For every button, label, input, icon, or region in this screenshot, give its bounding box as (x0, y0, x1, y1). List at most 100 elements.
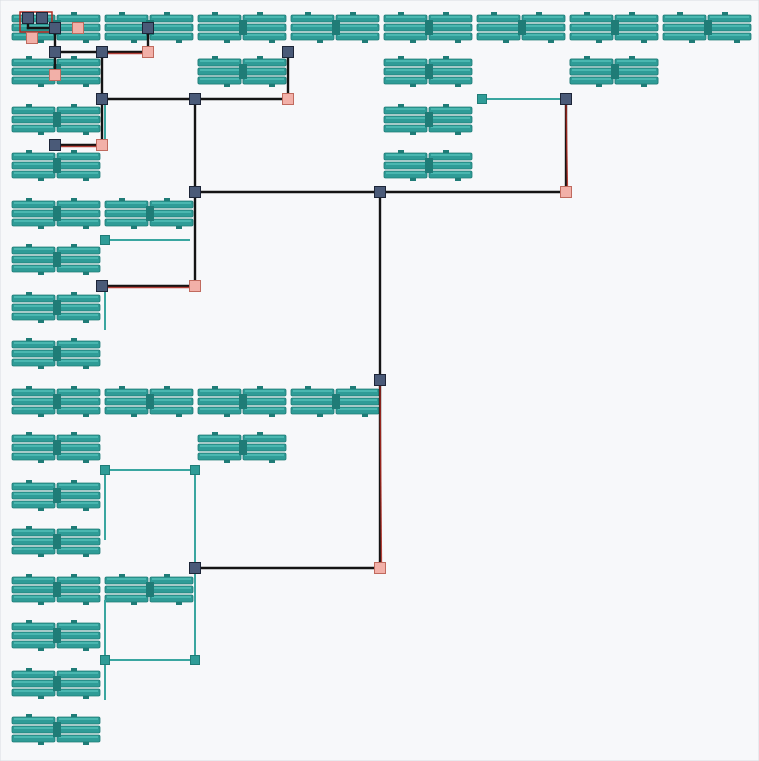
h-stud (83, 320, 89, 323)
terminal-node (72, 22, 84, 34)
h-tree-cell (104, 386, 194, 417)
h-stud (596, 84, 602, 87)
h-bridge (146, 582, 154, 597)
h-bar-highlight (431, 117, 470, 119)
h-bar-highlight (386, 117, 425, 119)
h-stud (734, 40, 740, 43)
h-stud (26, 338, 32, 341)
h-bar-highlight (200, 390, 239, 392)
h-bar-highlight (386, 60, 425, 62)
h-stud (257, 432, 263, 435)
h-stud (269, 460, 275, 463)
h-stud (83, 414, 89, 417)
h-stud (83, 648, 89, 651)
h-bar-highlight (14, 596, 53, 598)
h-bar-highlight (14, 342, 53, 344)
h-bar-highlight (59, 672, 98, 674)
h-bar-highlight (665, 34, 704, 36)
h-bar-highlight (59, 390, 98, 392)
h-stud (26, 150, 32, 153)
h-bar-highlight (59, 493, 98, 495)
junction-node (36, 12, 48, 24)
h-stud (503, 40, 509, 43)
h-stud (455, 178, 461, 181)
h-bar-highlight (14, 172, 53, 174)
h-stud (131, 602, 137, 605)
h-bar-highlight (431, 25, 470, 27)
h-bar-highlight (59, 78, 98, 80)
h-stud (596, 40, 602, 43)
h-bar-highlight (200, 436, 239, 438)
h-bar-highlight (59, 502, 98, 504)
h-bar-highlight (572, 78, 611, 80)
h-stud (83, 226, 89, 229)
h-stud (83, 554, 89, 557)
h-bar-highlight (59, 126, 98, 128)
h-bar-highlight (665, 25, 704, 27)
h-bar-highlight (59, 360, 98, 362)
h-bar-highlight (152, 25, 191, 27)
h-tree-cell (290, 386, 380, 417)
h-bar-highlight (152, 211, 191, 213)
h-bridge (53, 346, 61, 361)
h-tree-cell (569, 12, 659, 43)
h-bar-highlight (386, 172, 425, 174)
h-stud (38, 178, 44, 181)
h-tree-cell (197, 12, 287, 43)
h-stud (38, 272, 44, 275)
h-bar-highlight (200, 454, 239, 456)
h-tree-cell (11, 104, 101, 135)
h-stud (26, 386, 32, 389)
h-bar-highlight (293, 16, 332, 18)
h-bridge (53, 582, 61, 597)
terminal-node (142, 46, 154, 58)
h-bar-highlight (152, 587, 191, 589)
h-bar-highlight (665, 16, 704, 18)
h-bar-highlight (59, 690, 98, 692)
h-bar-highlight (617, 25, 656, 27)
h-bar-highlight (338, 16, 377, 18)
h-bar-highlight (338, 34, 377, 36)
h-tree-cell (290, 12, 380, 43)
h-bar-highlight (59, 633, 98, 635)
h-stud (641, 40, 647, 43)
h-bar-highlight (710, 25, 749, 27)
h-stud (224, 414, 230, 417)
h-stud (38, 40, 44, 43)
h-bridge (518, 20, 526, 35)
h-bar-highlight (200, 78, 239, 80)
h-stud (350, 12, 356, 15)
h-bar-highlight (572, 25, 611, 27)
h-tree-cell (11, 56, 101, 87)
h-stud (443, 104, 449, 107)
h-bridge (425, 64, 433, 79)
h-stud (398, 12, 404, 15)
junction-node (282, 46, 294, 58)
h-bar-highlight (14, 78, 53, 80)
h-stud (398, 150, 404, 153)
h-stud (71, 480, 77, 483)
h-bar-highlight (431, 69, 470, 71)
h-stud (38, 602, 44, 605)
h-stud (38, 84, 44, 87)
h-tree-cell (11, 526, 101, 557)
h-bridge (53, 206, 61, 221)
h-bar-highlight (338, 399, 377, 401)
h-bar-highlight (107, 596, 146, 598)
h-bar-highlight (14, 390, 53, 392)
h-bridge (332, 20, 340, 35)
h-bar-highlight (152, 399, 191, 401)
h-bridge (53, 252, 61, 267)
h-bar-highlight (245, 16, 284, 18)
h-bar-highlight (293, 390, 332, 392)
h-stud (212, 386, 218, 389)
h-bar-highlight (617, 78, 656, 80)
h-stud (38, 742, 44, 745)
h-bridge (53, 394, 61, 409)
h-bar-highlight (59, 296, 98, 298)
h-bar-highlight (338, 25, 377, 27)
h-stud (584, 56, 590, 59)
h-stud (257, 12, 263, 15)
h-bar-highlight (59, 624, 98, 626)
